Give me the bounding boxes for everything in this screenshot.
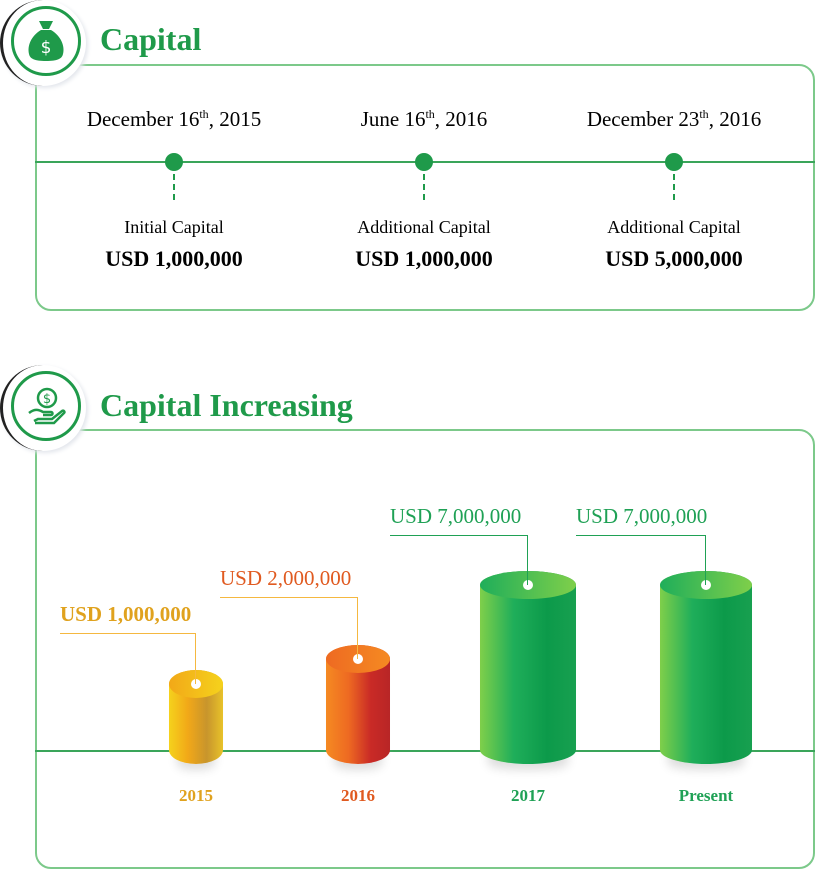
category-label: 2015: [179, 786, 213, 805]
capital-increasing-badge: $: [0, 365, 86, 451]
hand-coin-icon: $: [28, 387, 66, 425]
capital-increasing-title: Capital Increasing: [100, 387, 353, 423]
event-date: December 16th, 2015: [86, 107, 262, 131]
capital-panel: [35, 64, 815, 311]
event-date: December 23th, 2016: [586, 107, 762, 131]
timeline-dash: [673, 174, 675, 200]
timeline-dot: [165, 153, 183, 171]
category-label: 2017: [511, 786, 545, 805]
event-amount: USD 5,000,000: [605, 246, 743, 271]
bar-marker: [701, 579, 711, 590]
capital-badge: $: [0, 0, 86, 86]
event-label: Initial Capital: [124, 217, 224, 237]
svg-text:$: $: [43, 392, 51, 407]
capital-increasing-panel: [35, 429, 815, 869]
bar-marker: [191, 679, 201, 690]
capital-title: Capital: [100, 21, 202, 57]
timeline-dash: [423, 174, 425, 200]
timeline-dot: [415, 153, 433, 171]
event-amount: USD 1,000,000: [355, 246, 493, 271]
bar-cylinder-2017: [480, 570, 576, 764]
bar-cylinder-present: [660, 570, 752, 764]
event-date: June 16th, 2016: [360, 107, 488, 131]
bar-cylinder-2015: [169, 670, 223, 764]
svg-text:$: $: [41, 38, 52, 58]
value-label: USD 7,000,000: [390, 504, 522, 528]
category-label: 2016: [341, 786, 375, 805]
value-label: USD 2,000,000: [220, 566, 352, 590]
value-leader-line: [60, 633, 196, 685]
event-label: Additional Capital: [357, 217, 491, 237]
category-label: Present: [678, 786, 734, 805]
timeline-dash: [173, 174, 175, 200]
value-leader-line: [390, 535, 528, 585]
chart-baseline: [35, 750, 815, 752]
bar-marker: [353, 654, 363, 665]
value-label: USD 7,000,000: [576, 504, 708, 528]
value-leader-line: [220, 597, 358, 660]
value-label: USD 1,000,000: [60, 602, 192, 626]
bar-cylinder-2016: [326, 645, 390, 764]
money-bag-icon: $: [28, 21, 64, 61]
event-label: Additional Capital: [607, 217, 741, 237]
event-amount: USD 1,000,000: [105, 246, 243, 271]
bar-marker: [523, 579, 533, 590]
timeline-dot: [665, 153, 683, 171]
value-leader-line: [576, 535, 706, 585]
